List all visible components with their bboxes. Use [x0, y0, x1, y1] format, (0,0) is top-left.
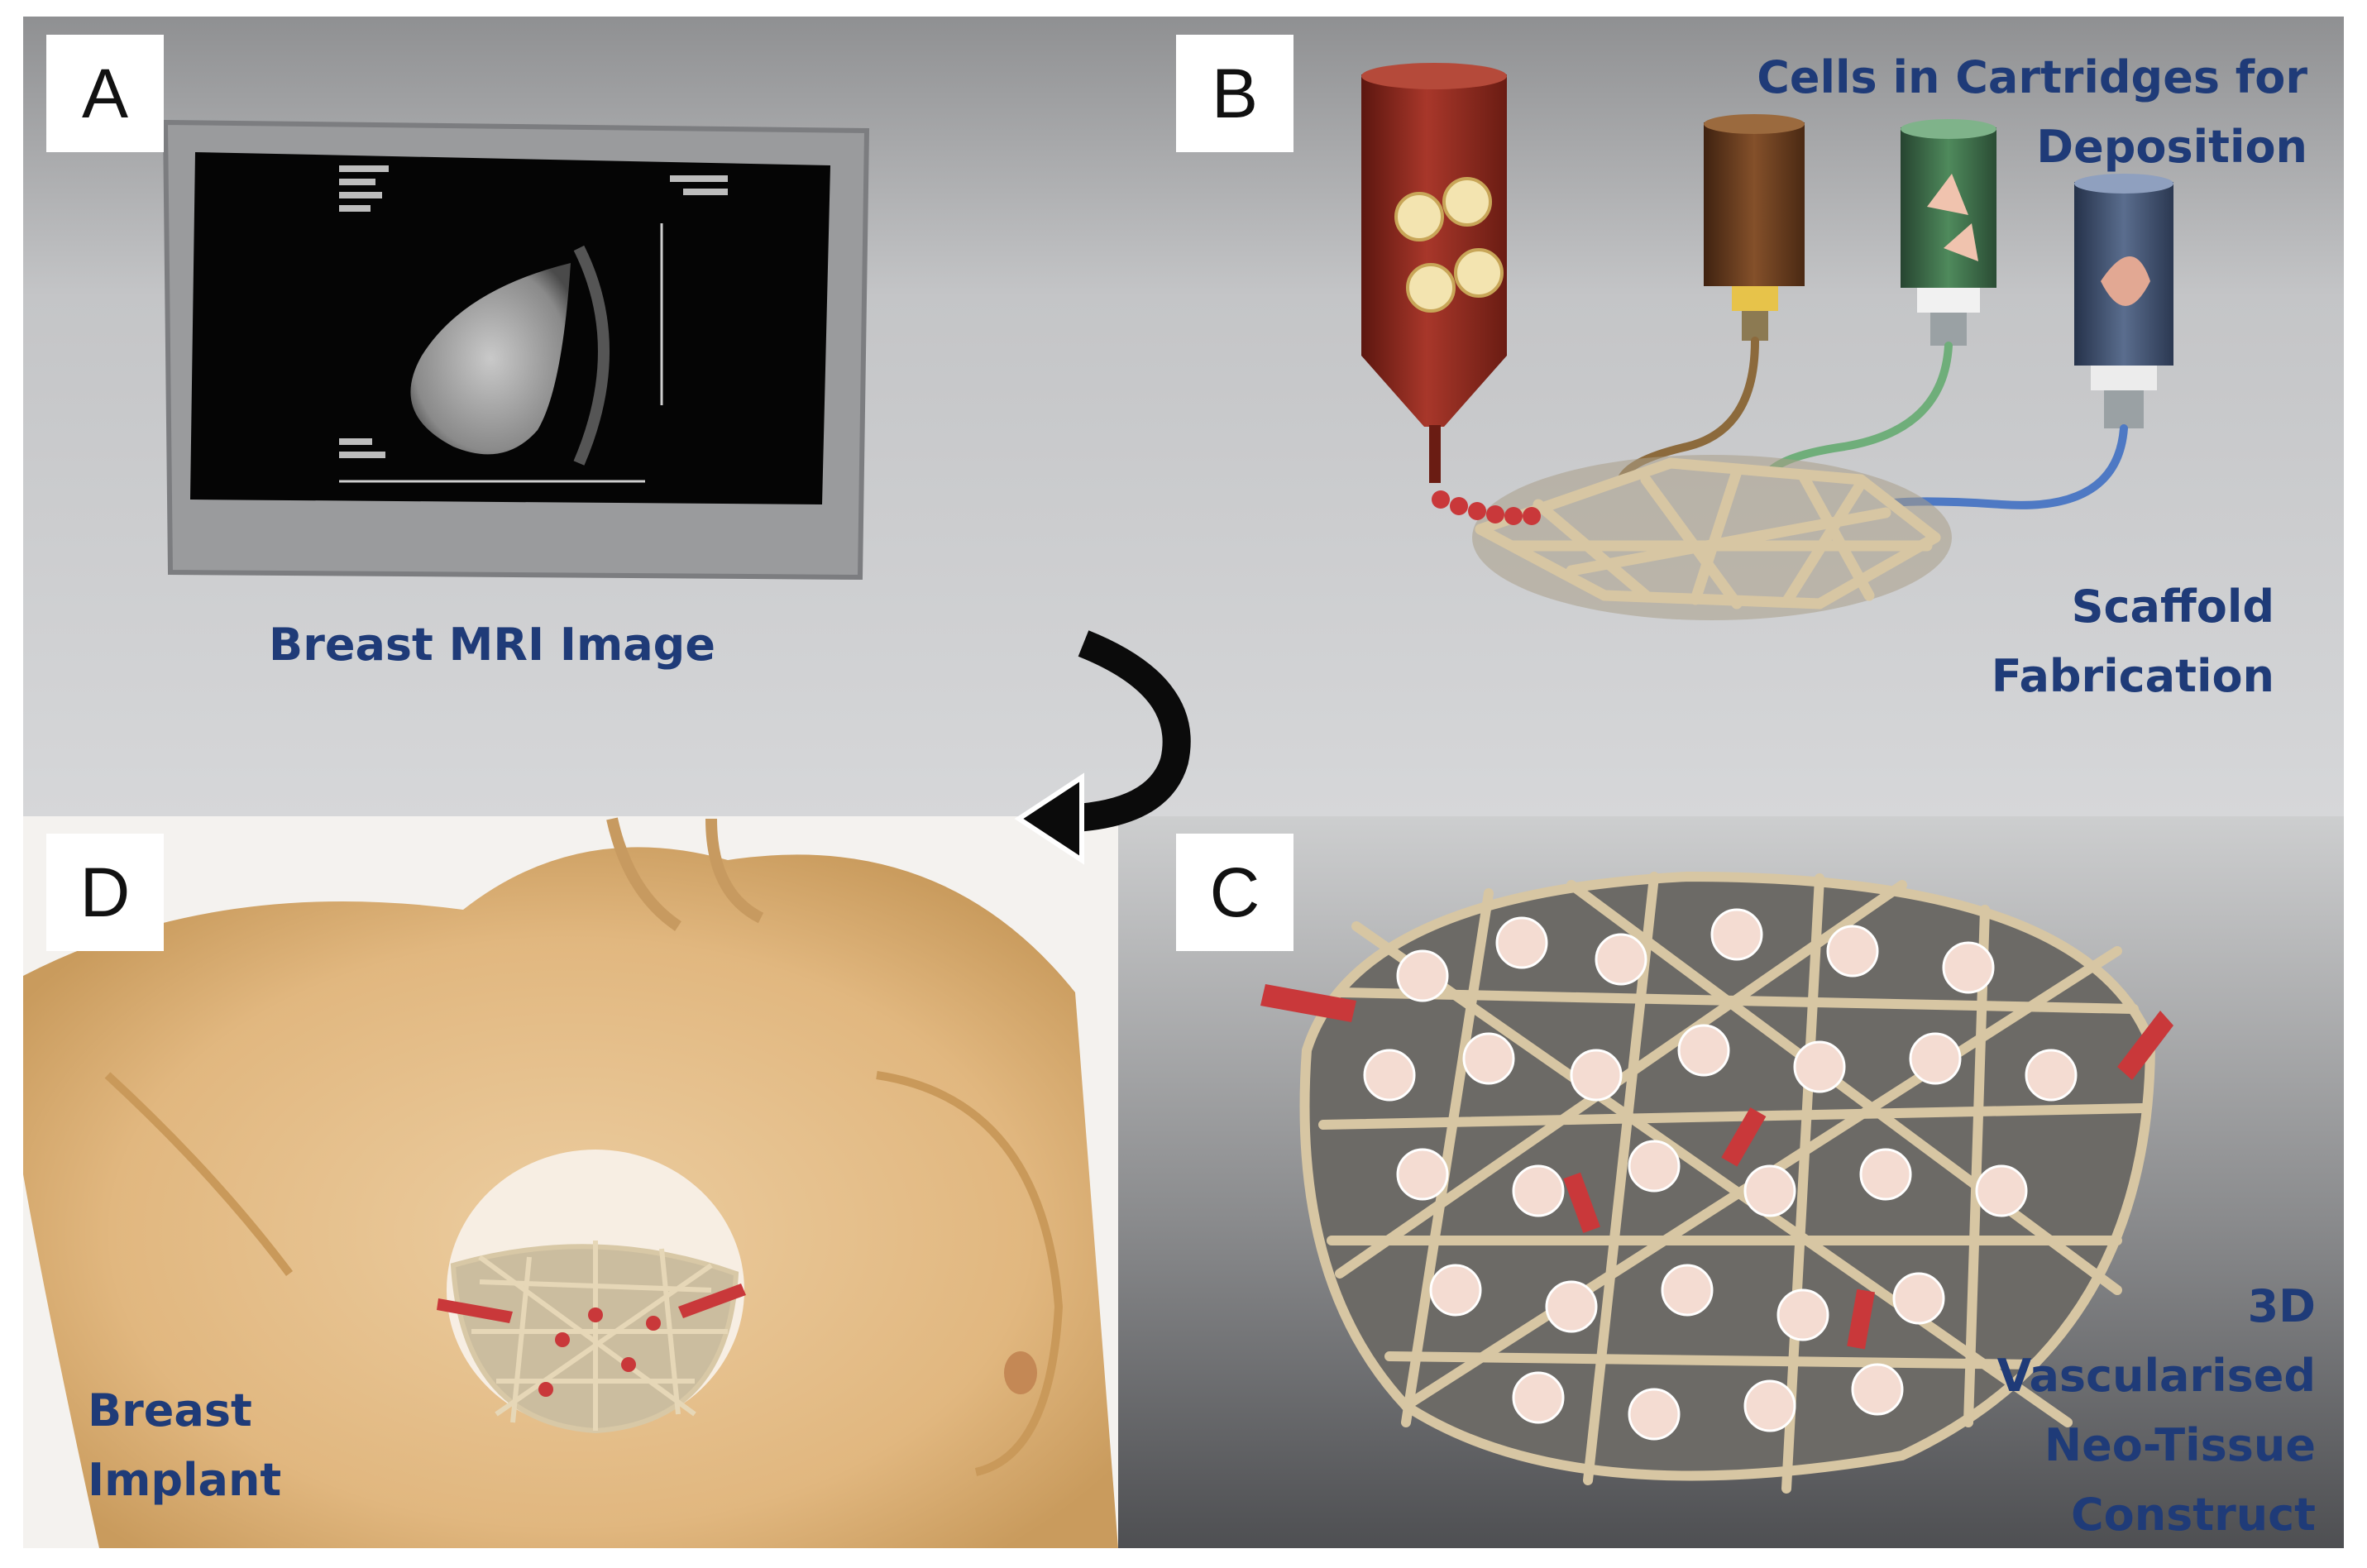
caption-b-bottom-line-1: Scaffold [2071, 581, 2274, 633]
caption-b-top-line-1: Cells in Cartridges for [1757, 51, 2307, 103]
cartridge-green [1901, 119, 1996, 346]
cartridge-red [1361, 63, 1507, 483]
mri-breast-image [410, 263, 571, 455]
c-construct [1260, 871, 2173, 1494]
curved-arrow-head [1014, 772, 1084, 865]
caption-b-top-line-2: Deposition [2036, 121, 2307, 173]
caption-c-line-4: Construct [2070, 1489, 2316, 1541]
caption-panel-d: Breast Implant [88, 1376, 361, 1515]
caption-d-line-1: Breast [88, 1384, 252, 1437]
caption-panel-a: Breast MRI Image [240, 610, 744, 680]
caption-panel-b-top: Cells in Cartridges for Deposition [1720, 43, 2307, 182]
caption-a-line-1: Breast MRI Image [269, 619, 715, 671]
caption-panel-b-bottom: Scaffold Fabrication [1902, 572, 2274, 711]
panel-letter-b: B [1176, 35, 1293, 152]
caption-c-line-3: Neo-Tissue [2044, 1419, 2316, 1471]
caption-b-bottom-line-2: Fabrication [1991, 650, 2274, 702]
caption-d-line-2: Implant [88, 1454, 282, 1506]
caption-c-line-2: Vascularised [1996, 1350, 2316, 1402]
caption-panel-c: 3D Vascularised Neo-Tissue Construct [1886, 1272, 2316, 1550]
panel-letter-a: A [46, 35, 164, 152]
b-red-bioink-strand [1432, 490, 1541, 525]
caption-c-line-1: 3D [2247, 1280, 2316, 1332]
panel-letter-d: D [46, 834, 164, 951]
cartridge-blue [2074, 174, 2173, 428]
d-breast-implant [437, 1150, 746, 1434]
panel-letter-c: C [1176, 834, 1293, 951]
cartridge-brown [1704, 114, 1805, 341]
curved-arrow [1051, 630, 1191, 833]
mri-monitor [162, 119, 870, 581]
b-scaffold [1472, 455, 1952, 620]
